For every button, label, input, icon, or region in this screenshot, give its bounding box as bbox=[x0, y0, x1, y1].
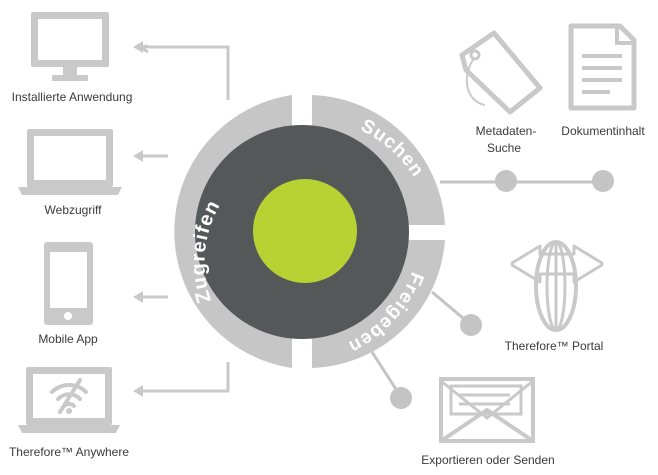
laptop-offline-icon bbox=[18, 367, 120, 433]
document-icon bbox=[568, 23, 637, 111]
desktop-monitor-icon bbox=[31, 12, 109, 81]
label-export-send: Exportieren oder Senden bbox=[421, 453, 555, 467]
connector-dot-portal bbox=[460, 314, 482, 336]
label-web-access: Webzugriff bbox=[44, 203, 102, 217]
label-therefore-portal: Therefore™ Portal bbox=[504, 339, 604, 353]
globe-arrows-icon bbox=[510, 240, 604, 332]
label-installed-app: Installierte Anwendung bbox=[11, 90, 133, 104]
left-arrowheads bbox=[133, 41, 143, 397]
label-therefore-anywhere: Therefore™ Anywhere bbox=[8, 445, 130, 459]
label-document-content: Dokumentinhalt bbox=[561, 124, 645, 138]
connector-dot-metadata bbox=[495, 170, 517, 192]
envelope-icon bbox=[439, 377, 535, 443]
connector-dots bbox=[390, 170, 614, 409]
tag-icon bbox=[459, 30, 543, 115]
label-metadata-line2: Suche bbox=[486, 141, 522, 155]
smartphone-icon bbox=[44, 242, 93, 325]
connector-dot-export bbox=[390, 387, 412, 409]
center-green-circle bbox=[253, 179, 357, 283]
connector-dot-content bbox=[592, 170, 614, 192]
label-metadata-line1: Metadaten- bbox=[475, 124, 537, 138]
laptop-icon bbox=[18, 129, 122, 195]
label-mobile-app: Mobile App bbox=[38, 332, 98, 346]
